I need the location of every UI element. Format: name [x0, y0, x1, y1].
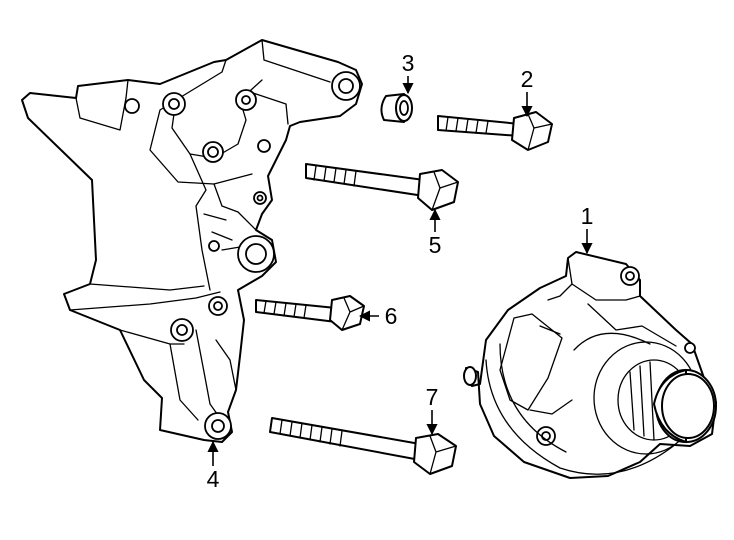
callout-number: 1: [581, 203, 594, 229]
callout-number: 4: [207, 466, 220, 492]
callout-number: 2: [521, 66, 534, 92]
callout-number: 5: [429, 232, 442, 258]
alternator: [463, 251, 717, 479]
callout-3: 3: [402, 50, 415, 95]
bolt-long-upper: [305, 163, 459, 211]
callout-7: 7: [426, 384, 439, 436]
bolt-medium: [255, 295, 365, 331]
callout-1: 1: [581, 203, 594, 255]
mounting-bracket: [21, 39, 363, 443]
bolt-long-lower: [269, 417, 457, 475]
callout-6: 6: [358, 303, 398, 329]
spacer: [380, 93, 413, 123]
bolt-short: [437, 111, 553, 151]
callout-5: 5: [429, 208, 442, 258]
callout-2: 2: [521, 66, 534, 118]
callout-4: 4: [207, 440, 220, 492]
callout-number: 3: [402, 50, 415, 76]
callout-number: 6: [385, 303, 398, 329]
callout-number: 7: [426, 384, 439, 410]
